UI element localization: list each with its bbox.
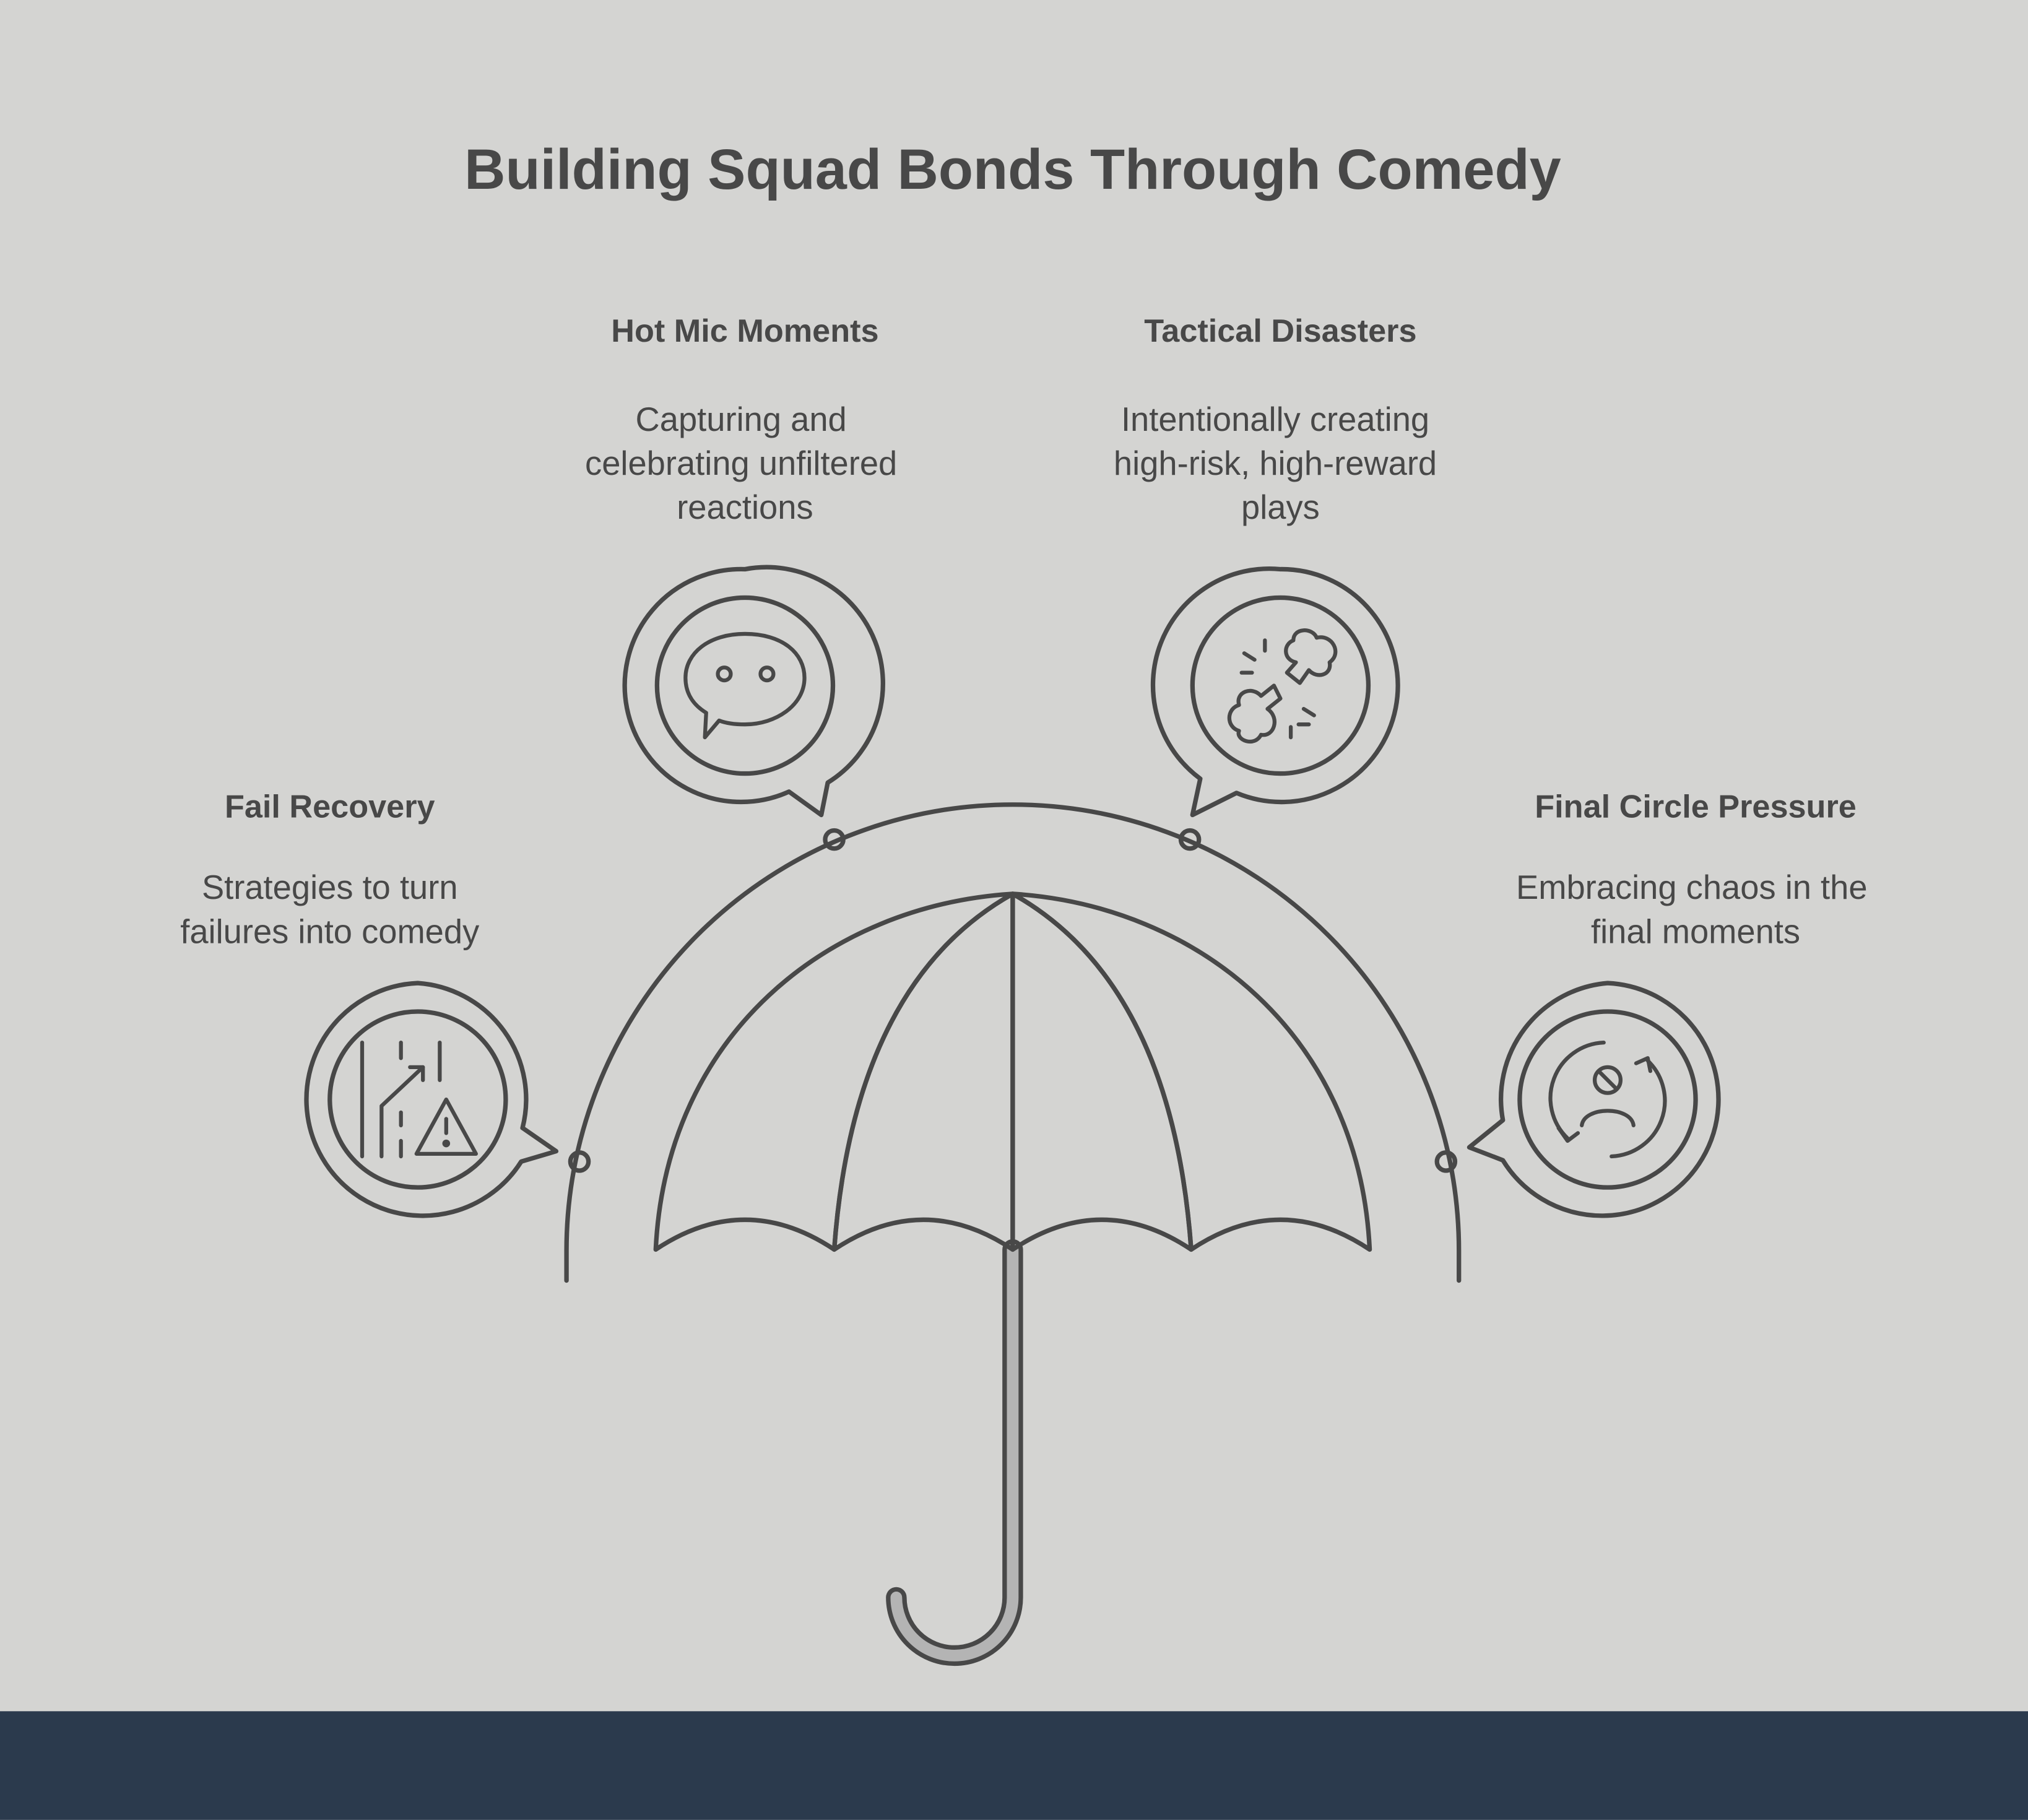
item-tactical-disasters: Tactical Disasters Intentionally creatin…: [1114, 313, 1437, 818]
bubble: [622, 565, 885, 818]
item-description: final moments: [1591, 912, 1800, 950]
canopy-panel-purple: [1010, 891, 1372, 1252]
connector-dot: [1178, 828, 1202, 851]
explosion-icon: [1227, 628, 1338, 743]
item-heading: Final Circle Pressure: [1535, 789, 1857, 825]
connector-dot: [1434, 1150, 1458, 1173]
item-heading: Fail Recovery: [225, 789, 435, 825]
item-description: failures into comedy: [180, 912, 480, 950]
chat-bubble-icon: [683, 631, 807, 740]
footer-bar: [0, 1711, 2028, 1820]
item-description: Intentionally creating: [1121, 401, 1429, 438]
bubble: [1467, 981, 1721, 1218]
item-description: high-risk, high-reward: [1114, 444, 1437, 482]
umbrella-handle: [886, 1239, 1023, 1666]
item-description: Strategies to turn: [202, 869, 458, 906]
item-heading: Hot Mic Moments: [611, 313, 878, 349]
item-hot-mic-moments: Hot Mic Moments Capturing and celebratin…: [585, 313, 897, 818]
icon-circle: [654, 595, 836, 776]
umbrella-canopy: [653, 891, 1372, 1252]
item-description: Embracing chaos in the: [1516, 869, 1868, 906]
item-heading: Tactical Disasters: [1144, 313, 1416, 349]
item-description: Capturing and: [636, 401, 847, 438]
bubble: [304, 981, 559, 1218]
bubble: [1150, 566, 1400, 818]
icon-circle: [327, 1009, 508, 1190]
connector-dot: [568, 1150, 591, 1173]
item-description: reactions: [677, 488, 813, 526]
road-warning-icon: [360, 1041, 478, 1159]
item-description: celebrating unfiltered: [585, 444, 897, 482]
outer-arc: [564, 802, 1462, 1283]
item-description: plays: [1241, 488, 1320, 526]
diagram-title: Building Squad Bonds Through Comedy: [464, 138, 1561, 201]
user-cycle-icon: [1548, 1041, 1667, 1159]
icon-circle: [1517, 1009, 1698, 1190]
icon-circle: [1190, 595, 1371, 776]
connector-dot: [823, 828, 846, 851]
item-final-circle-pressure: Final Circle Pressure Embracing chaos in…: [1467, 789, 1868, 1218]
item-fail-recovery: Fail Recovery Strategies to turn failure…: [180, 789, 559, 1218]
canopy-panel-red: [831, 891, 1015, 1252]
